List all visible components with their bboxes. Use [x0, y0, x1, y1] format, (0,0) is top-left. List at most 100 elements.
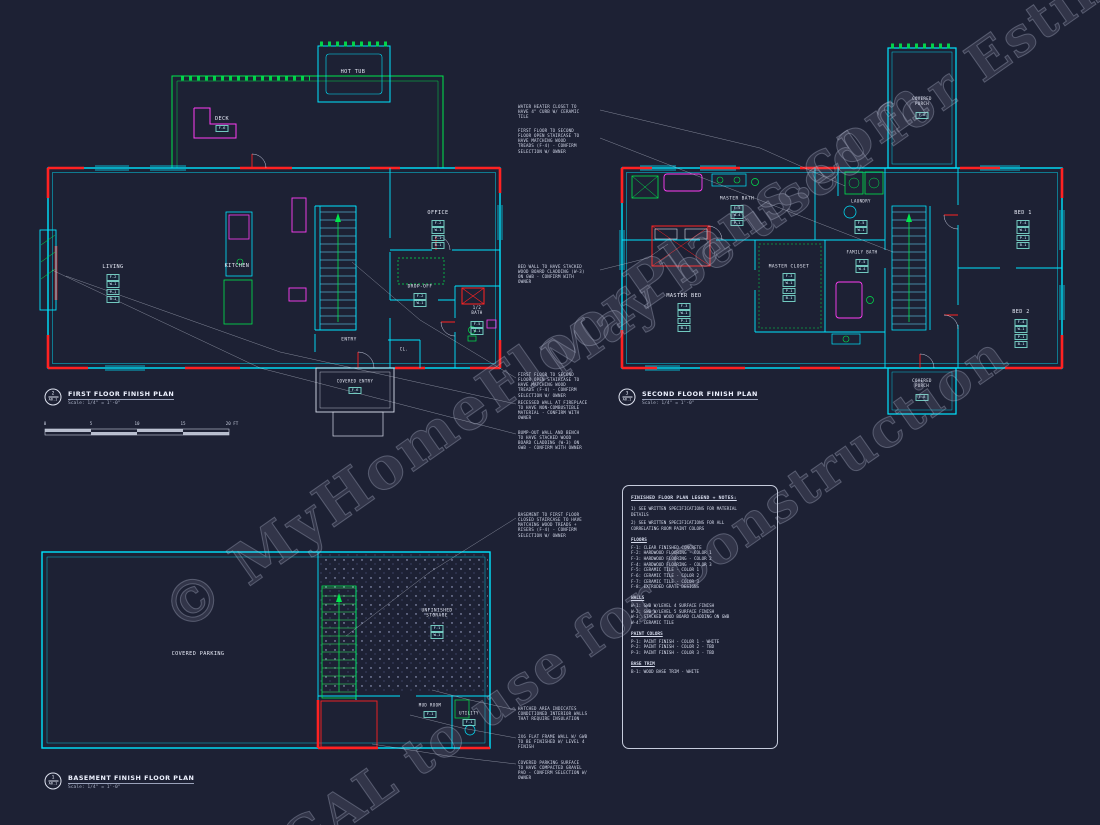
callout-sheet: A6.1 [48, 397, 58, 402]
finish-tag: B-1 [106, 295, 120, 303]
room-label-master-closet: MASTER CLOSET [768, 264, 810, 270]
legend-item-f1: F-1: CLEAR FINISHED CONCRETE [631, 544, 702, 550]
finish-tags-covered-entry: F-6 [348, 387, 362, 394]
legend-item-p1: P-1: PAINT FINISH - COLOR 1 - WHITE [631, 638, 720, 644]
scale-tick-0: 0 [43, 421, 47, 426]
plan-callout-second: 3 A6.1 [618, 388, 636, 406]
finish-tags-family-bath: F-5 W-4 [855, 259, 869, 274]
room-label-half-bath: 1/2 BATH [471, 305, 483, 315]
finish-tag: B-1 [677, 324, 691, 332]
legend-item-w4: W-4: CERAMIC TILE [631, 620, 674, 626]
finish-tag: W-1 [413, 300, 427, 308]
annotation-basement-staircase: BASEMENT TO FIRST FLOOR CLOSED STAIRCASE… [518, 512, 582, 538]
plan-title-basement: BASEMENT FINISH FLOOR PLAN [68, 774, 195, 784]
finish-tag: P-1 [106, 288, 120, 296]
room-label-covered-porch-bottom: COVERED PORCH [912, 378, 932, 388]
scale-tick-5: 5 [89, 421, 93, 426]
legend-panel: FINISHED FLOOR PLAN LEGEND + NOTES: 1) S… [622, 485, 778, 749]
room-label-living: LIVING [102, 263, 124, 270]
room-label-mud-room: MUD ROOM [418, 702, 442, 708]
room-label-master-bed: MASTER BED [666, 292, 702, 299]
callout-number: 3 [622, 391, 632, 398]
finish-tag: W-1 [430, 632, 444, 640]
finish-tag: F-1 [423, 711, 437, 718]
finish-tag: F-3 [782, 273, 796, 280]
legend-item-p3: P-3: PAINT FINISH - COLOR 3 - TBD [631, 650, 715, 656]
legend-item-w3: W-3: STACKED WOOD BOARD CLADDING ON GWB [631, 614, 730, 620]
legend-item-w1: W-1: GWB W/LEVEL 4 SURFACE FINISH [631, 603, 715, 609]
finish-tag: F-5 [854, 220, 868, 227]
finish-tags-master-bed: F-3 W-1 P-1 B-1 [677, 303, 691, 332]
finish-tag: F-1 [430, 625, 444, 632]
legend-item-f6: F-6: CERAMIC TILE - COLOR 2 [631, 573, 700, 579]
finish-tag: F-6 [215, 125, 229, 132]
legend-item-f2: F-2: HARDWOOD FLOORING - COLOR 1 [631, 550, 712, 556]
finish-tag: P-1 [677, 317, 691, 325]
finish-tag: W-4 [855, 266, 869, 274]
room-label-covered-parking: COVERED PARKING [171, 650, 225, 657]
finish-tags-utility: F-1 [462, 719, 476, 726]
plan-title-first: FIRST FLOOR FINISH PLAN [68, 390, 175, 400]
finish-tag: P-1 [431, 234, 445, 242]
legend-item-f8: F-8: EXTRUDED GRATE DESIGNS [631, 584, 700, 590]
legend-note-2: 2) SEE WRITTEN SPECIFICATIONS FOR ALL CO… [631, 520, 725, 532]
finish-tags-living: F-2 W-1 P-1 B-1 [106, 274, 120, 303]
plan-scale-basement: Scale: 1/4" = 1'-0" [68, 785, 121, 790]
annotation-bump-out: BUMP-OUT WALL AND BENCH TO HAVE STACKED … [518, 430, 582, 451]
basement-plan [41, 551, 491, 750]
room-label-covered-porch-top: COVERED PORCH [912, 96, 932, 106]
finish-tag: F-4 [1014, 319, 1028, 326]
finish-tags-half-bath: F-5 W-1 [470, 321, 484, 336]
finish-tags-laundry: F-5 W-1 [854, 220, 868, 235]
scale-tick-15: 15 [180, 421, 186, 426]
finish-tag: W-1 [431, 227, 445, 235]
legend-floors-header: FLOORS [631, 537, 647, 543]
finish-tags-deck: F-6 [215, 125, 229, 132]
legend-item-p2: P-2: PAINT FINISH - COLOR 2 - TBD [631, 644, 715, 650]
room-label-bed1: BED 1 [1014, 209, 1032, 216]
annotation-open-staircase-2f: FIRST FLOOR TO SECOND FLOOR OPEN STAIRCA… [518, 128, 580, 154]
plan-callout-basement: 1 A6.1 [44, 772, 62, 790]
room-label-hot-tub: HOT TUB [340, 68, 366, 75]
annotation-parking-surface: COVERED PARKING SURFACE TO HAVE COMPACTE… [518, 760, 588, 781]
room-label-closet: CL. [399, 346, 409, 352]
legend-item-f3: F-3: HARDWOOD FLOORING - COLOR 2 [631, 556, 712, 562]
finish-tag: P-1 [730, 219, 744, 227]
room-label-deck: DECK [214, 115, 230, 122]
finish-tags-mud-room: F-1 [423, 711, 437, 718]
annotation-hatched-area: HATCHED AREA INDICATES CONDITIONED INTER… [518, 706, 588, 722]
room-label-drop-off: DROP-OFF [407, 284, 433, 290]
plan-scale-first: Scale: 1/4" = 1'-0" [68, 401, 121, 406]
finish-tags-bed1: F-4 W-1 P-1 B-1 [1016, 220, 1030, 249]
finish-tag: F-2 [431, 220, 445, 227]
room-label-laundry: LAUNDRY [851, 198, 871, 204]
scale-bar [44, 428, 230, 436]
finish-tag: B-1 [1014, 340, 1028, 348]
finish-tag: W-1 [782, 280, 796, 288]
room-label-bed2: BED 2 [1012, 308, 1030, 315]
legend-paint-header: PAINT COLORS [631, 631, 663, 637]
finish-tag: F-3 [677, 303, 691, 310]
finish-tag: P-1 [782, 287, 796, 295]
callout-sheet: A6.1 [622, 397, 632, 402]
second-floor-plan [619, 43, 1065, 415]
legend-item-f4: F-4: HARDWOOD FLOORING - COLOR 3 [631, 561, 712, 567]
finish-tag: F-2 [106, 274, 120, 281]
legend-title: FINISHED FLOOR PLAN LEGEND + NOTES: [631, 496, 737, 501]
room-label-covered-entry: COVERED ENTRY [336, 378, 374, 384]
legend-note-1: 1) SEE WRITTEN SPECIFICATIONS FOR MATERI… [631, 506, 737, 517]
legend-walls-header: WALLS [631, 596, 645, 602]
annotation-fireplace-wall: RECESSED WALL AT FIREPLACE TO HAVE NON-C… [518, 400, 588, 421]
legend-item-f7: F-7: CERAMIC TILE - COLOR 3 [631, 578, 700, 584]
room-label-utility: UTILITY [459, 710, 479, 716]
finish-tag: W-1 [1016, 227, 1030, 235]
finish-tag: F-5 [470, 321, 484, 328]
finish-tag: F-8 [915, 112, 929, 119]
room-label-entry: ENTRY [341, 337, 357, 343]
finish-tag: B-1 [782, 294, 796, 302]
finish-tag: P-1 [1016, 234, 1030, 242]
finish-tag: B-1 [1016, 241, 1030, 249]
room-label-office: OFFICE [427, 209, 449, 216]
first-floor-plan [39, 41, 503, 437]
